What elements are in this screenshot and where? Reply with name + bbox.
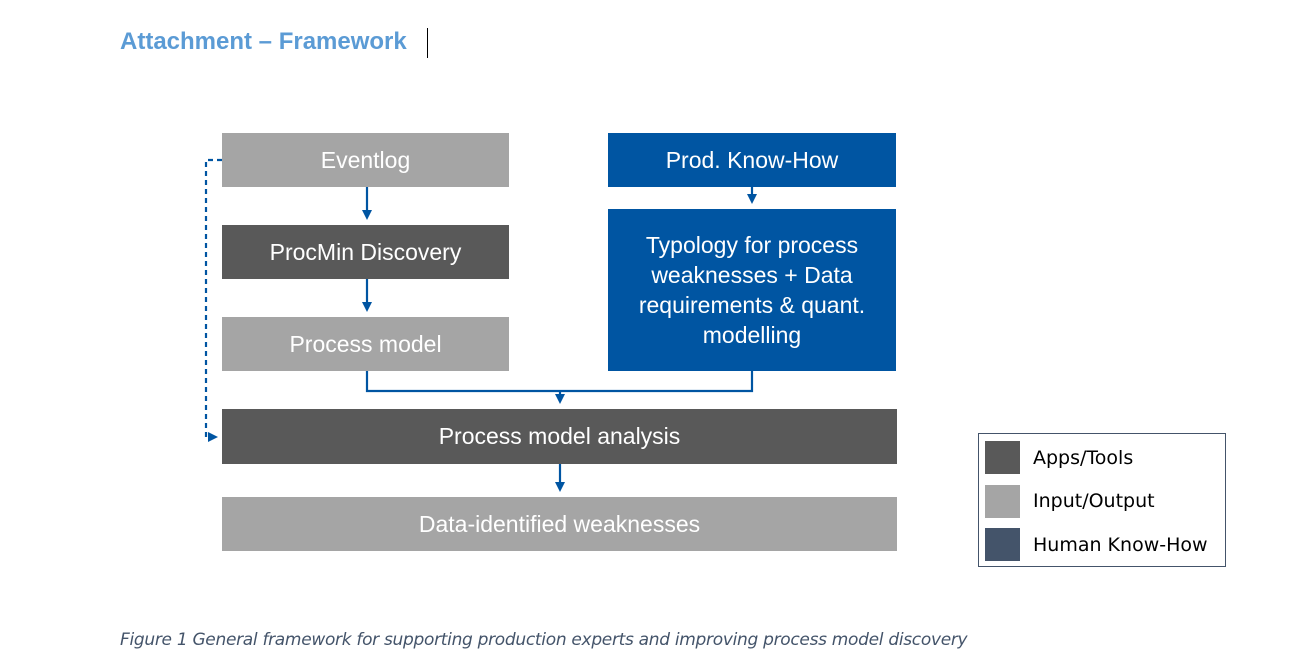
- edge-typology-to-analysis: [560, 371, 754, 393]
- node-eventlog-label: Eventlog: [320, 146, 411, 173]
- figure-caption: Figure 1 General framework for supportin…: [120, 630, 968, 650]
- node-prod-know-how-label: Prod. Know-How: [665, 146, 839, 173]
- node-process-model: Process model: [222, 317, 509, 371]
- edge-eventlog-to-analysis-dashed: [204, 158, 222, 442]
- edge-process-model-to-analysis: [365, 371, 560, 393]
- node-process-model-analysis-label: Process model analysis: [438, 423, 681, 449]
- diagram-legend: Apps/Tools Input/Output Human Know-How: [978, 433, 1226, 567]
- node-process-model-label: Process model: [289, 330, 442, 357]
- legend-swatch-apps-tools: [985, 441, 1020, 474]
- node-typology-label: Typology for process weaknesses + Data r…: [638, 232, 866, 348]
- node-prod-know-how: Prod. Know-How: [608, 133, 896, 187]
- node-data-identified-weaknesses-label: Data-identified weaknesses: [418, 510, 701, 537]
- legend-swatch-input-output: [985, 485, 1020, 518]
- legend-label-human-know-how: Human Know-How: [1033, 534, 1208, 556]
- section-heading: Attachment – Framework: [120, 28, 407, 55]
- legend-swatch-human-know-how: [985, 528, 1020, 561]
- node-procmin-discovery-label: ProcMin Discovery: [269, 238, 462, 265]
- node-procmin-discovery: ProcMin Discovery: [222, 225, 509, 279]
- legend-label-apps-tools: Apps/Tools: [1033, 447, 1134, 469]
- legend-label-input-output: Input/Output: [1033, 490, 1155, 512]
- node-data-identified-weaknesses: Data-identified weaknesses: [222, 497, 897, 551]
- node-typology: Typology for process weaknesses + Data r…: [608, 209, 896, 371]
- node-eventlog: Eventlog: [222, 133, 509, 187]
- node-process-model-analysis: Process model analysis: [222, 409, 897, 464]
- text-cursor: [427, 28, 428, 58]
